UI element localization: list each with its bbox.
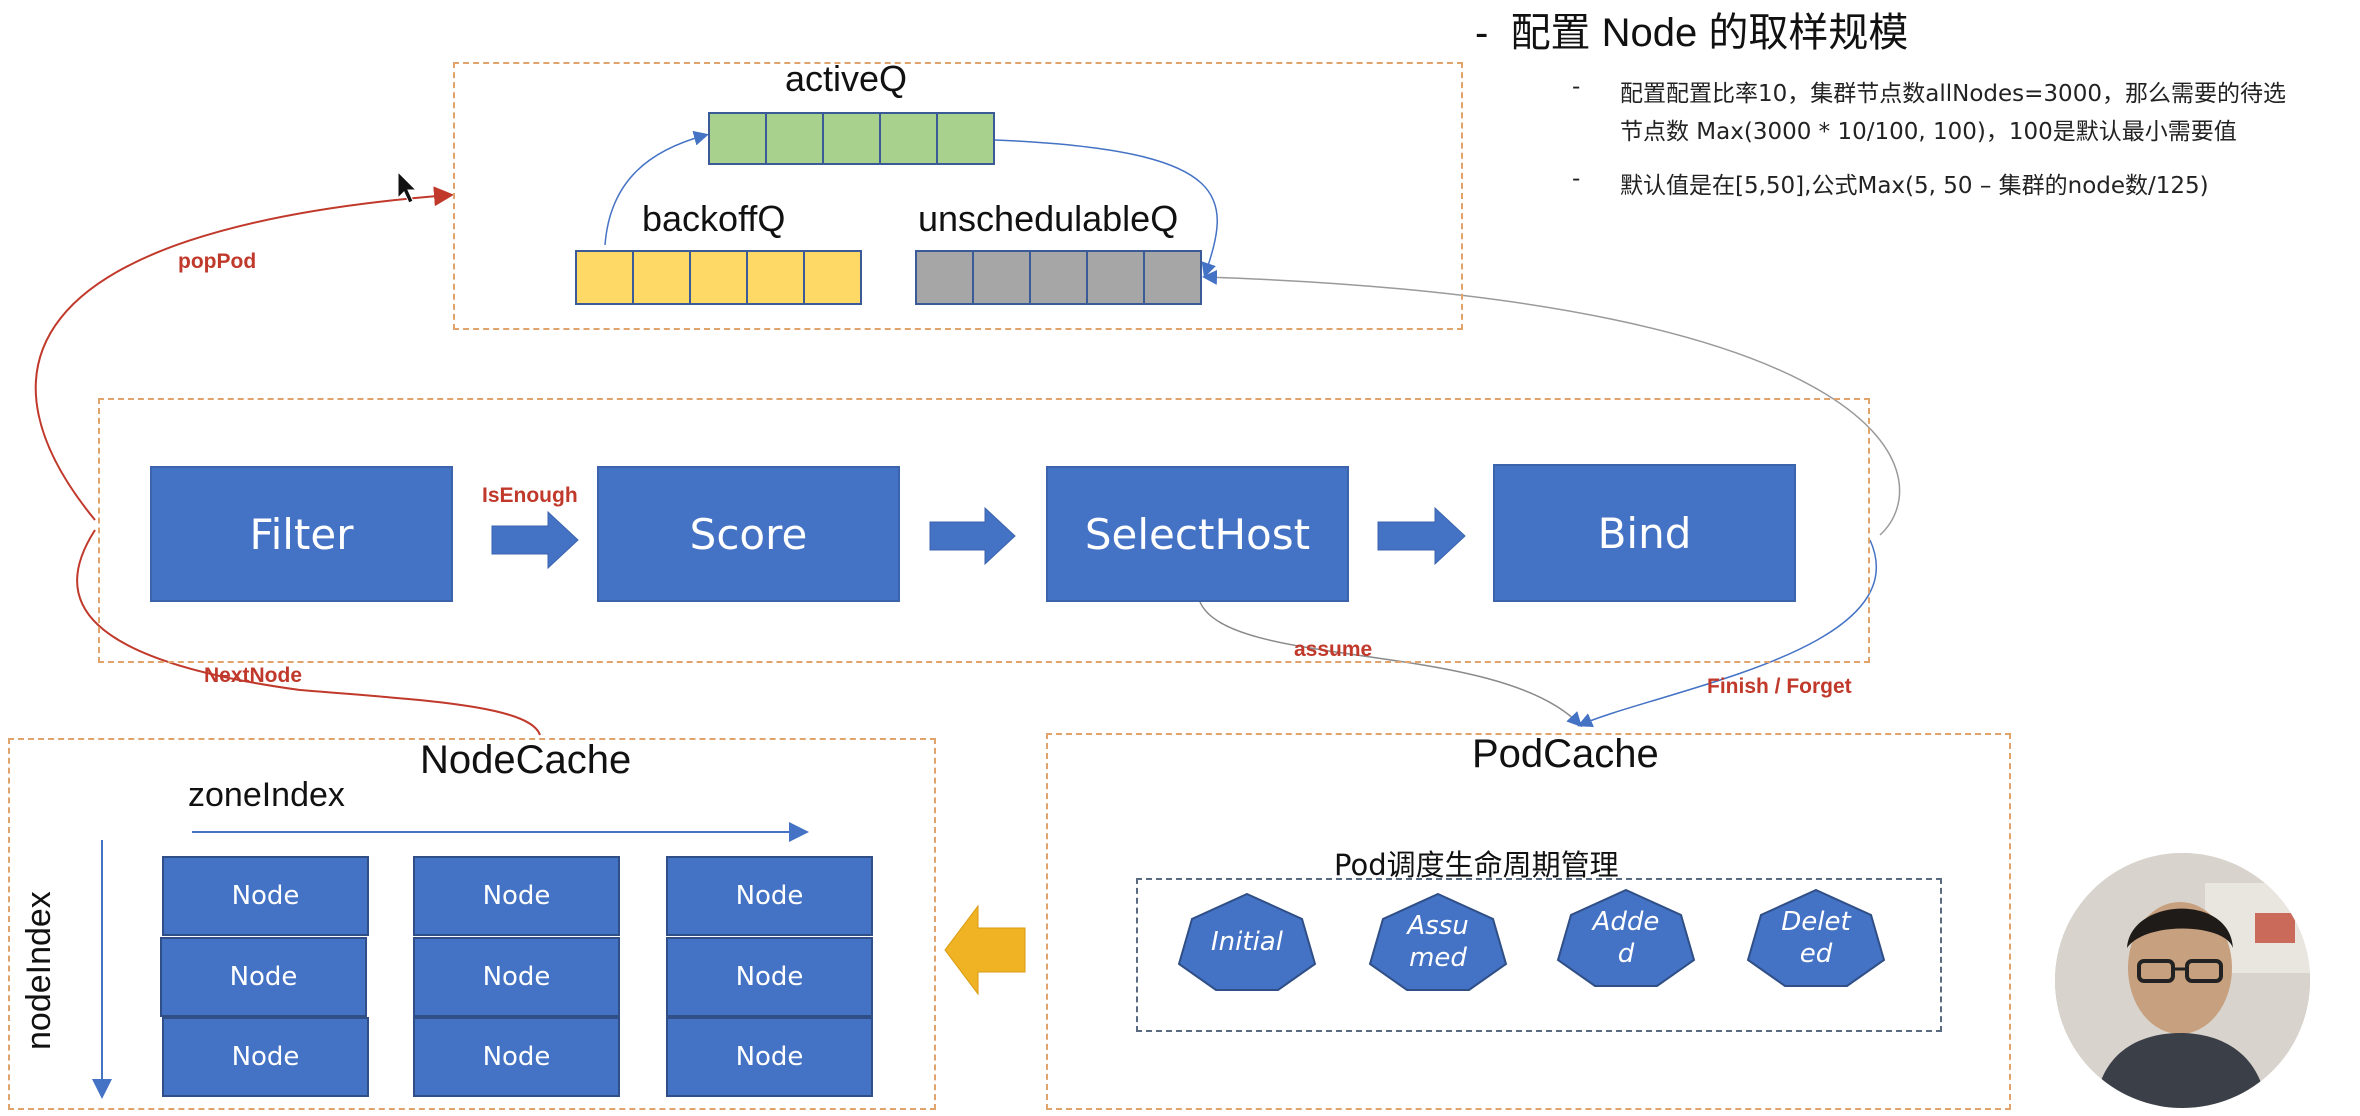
mouse-cursor-icon [397,170,418,204]
score-to-selecthost-arrow [929,506,1016,566]
assume-edge [1199,601,1583,728]
state-added-line-1: Adde [1592,907,1660,937]
state-assumed-line-2: med [1409,943,1467,973]
heading-title: 配置 Node 的取样规模 [1510,11,1909,55]
select-host-stage: SelectHost [1046,466,1349,602]
state-initial: Initial [1177,892,1317,992]
state-initial-text: Initial [1211,927,1283,957]
note-1-bullet: - [1572,74,1581,100]
pop-pod-label: popPod [178,250,257,273]
note-2-bullet: - [1572,166,1581,192]
node-cell: Node [666,856,873,936]
state-added-line-2: d [1617,939,1635,969]
next-node-label: NextNode [204,664,303,687]
node-cell: Node [160,937,367,1017]
is-enough-label: IsEnough [482,484,578,507]
filter-stage: Filter [150,466,453,602]
score-stage: Score [597,466,900,602]
next-node-edge [76,529,541,736]
node-cell: Node [666,937,873,1017]
pipeline-section [98,398,1870,663]
state-deleted-line-2: ed [1799,939,1833,969]
finish-forget-label: Finish / Forget [1707,675,1852,698]
presenter-avatar [2055,853,2310,1108]
node-cache-section [8,738,936,1110]
pod-lifecycle-box [1136,878,1942,1032]
state-assumed-line-1: Assu [1407,911,1469,941]
bind-to-unschedulable-edge [1202,269,1901,536]
selecthost-to-bind-arrow [1377,506,1466,566]
assume-label: assume [1294,638,1373,661]
pod-cache-section [1046,733,2011,1110]
node-cell: Node [413,856,620,936]
pod-lifecycle-subtitle: Pod调度生命周期管理 [1334,848,1619,882]
node-index-label: nodeIndex [20,891,58,1050]
presenter-video [2055,853,2310,1108]
pod-cache-title: PodCache [1472,732,1659,776]
note-1-line-2: 节点数 Max(3000 * 10/100, 100)，100是默认最小需要值 [1620,119,2237,145]
queue-section [453,62,1463,330]
podcache-to-nodecache-arrow [944,904,1026,996]
node-cache-title: NodeCache [420,738,632,782]
node-cell: Node [162,856,369,936]
finish-forget-edge [1577,539,1878,728]
node-cell: Node [413,937,620,1017]
zone-index-label: zoneIndex [188,776,345,814]
unschedulable-queue-label: unschedulableQ [918,198,1179,239]
backoff-to-active-edge [604,130,709,246]
pop-pod-edge [34,186,454,521]
backoff-queue-label: backoffQ [642,198,786,239]
heading-bullet: - [1475,11,1489,55]
node-cell: Node [162,1017,369,1097]
active-queue-label: activeQ [785,58,908,99]
heading: - 配置 Node 的取样规模 [1475,0,1908,58]
node-cell: Node [666,1017,873,1097]
note-2-line-1: 默认值是在[5,50],公式Max(5, 50 – 集群的node数/125) [1620,173,2209,199]
active-to-unschedulable-edge [994,139,1218,278]
bind-stage: Bind [1493,464,1796,602]
state-deleted-line-1: Delet [1781,907,1851,937]
note-1-line-1: 配置配置比率10，集群节点数allNodes=3000，那么需要的待选 [1620,81,2286,107]
filter-to-score-arrow [491,510,579,570]
node-cell: Node [413,1017,620,1097]
